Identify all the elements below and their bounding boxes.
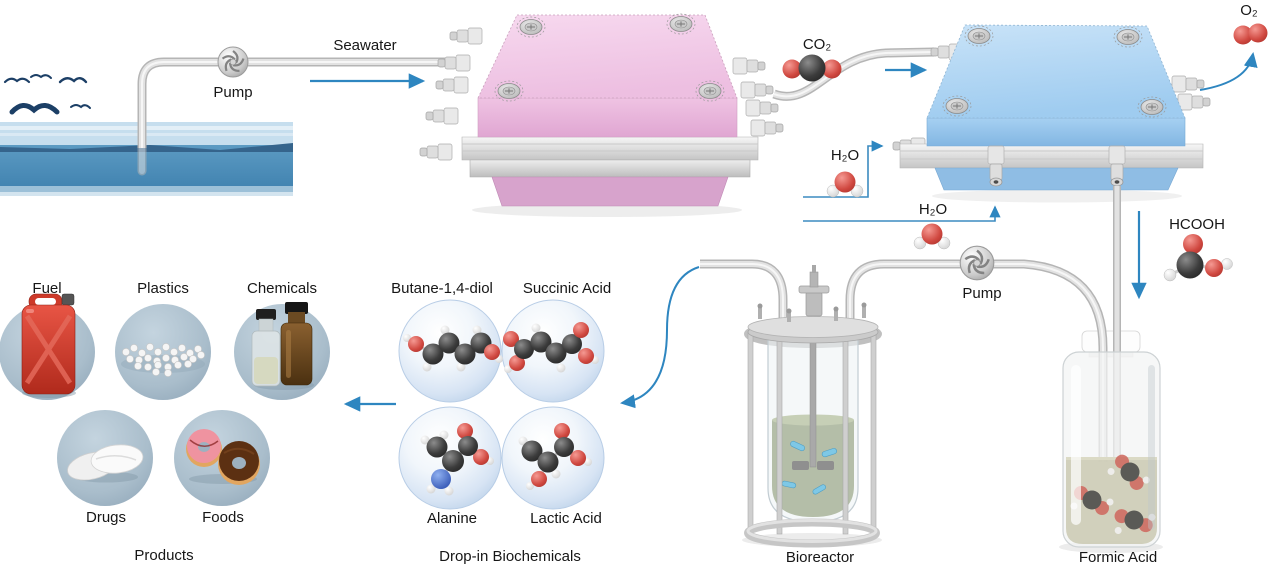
o2-molecule: [1233, 23, 1268, 45]
product-circle-plastics: [115, 304, 211, 400]
water-molecule-upper: [826, 171, 864, 198]
product-label-chemicals: Chemicals: [246, 280, 318, 297]
h2o-upper-label: H₂O: [830, 147, 860, 164]
butanediol-molecule: [403, 325, 503, 372]
plastics-icon: [121, 343, 205, 377]
stirrer-motor: [798, 265, 830, 317]
co2-label: CO₂: [802, 36, 832, 53]
bird-icon: [30, 74, 52, 79]
formic-acid-bottle: [1059, 351, 1163, 553]
bird-icon: [9, 103, 60, 115]
chemicals-icon: [251, 302, 314, 390]
biochemical-label-lactic: Lactic Acid: [530, 510, 602, 527]
h2o-lower-label: H₂O: [918, 201, 948, 218]
stirrer-paddle: [817, 461, 834, 470]
product-circles: [0, 293, 330, 506]
pump-right-label: Pump: [962, 285, 1002, 302]
bird-icon: [58, 77, 88, 84]
hcooh-molecule: [1163, 234, 1233, 282]
lactic-acid-molecule: [518, 423, 592, 490]
pump-left-icon: [216, 45, 250, 79]
product-label-plastics: Plastics: [137, 280, 189, 297]
pump-right-icon: [958, 244, 996, 282]
stirrer-shaft: [809, 334, 817, 468]
seawater-cell: [419, 13, 784, 217]
o2-label: O₂: [1240, 2, 1258, 19]
stirrer-paddle: [792, 461, 809, 470]
water-molecule-lower: [913, 223, 951, 250]
product-label-fuel: Fuel: [32, 280, 62, 297]
bioreactor-vessel: [742, 265, 882, 548]
biochemical-label-alanine: Alanine: [426, 510, 478, 527]
biochemical-label-succinic: Succinic Acid: [522, 280, 612, 297]
biochemical-label-butanediol: Butane-1,4-diol: [391, 280, 493, 297]
bird-icon: [3, 77, 31, 84]
bird-icon: [70, 104, 91, 109]
biochemical-bubbles: [398, 299, 605, 510]
formic-acid-title: Formic Acid: [1078, 549, 1158, 566]
product-label-foods: Foods: [202, 509, 244, 526]
o2-flow-arrow: [1199, 52, 1258, 91]
water-feed-line-upper: [803, 140, 884, 198]
co2-electrolyzer: [892, 24, 1211, 203]
foods-icon: [186, 429, 260, 485]
succinic-acid-molecule: [503, 322, 599, 373]
product-label-drugs: Drugs: [85, 509, 127, 526]
bioreactor-left-tube: [700, 264, 783, 324]
hcooh-label: HCOOH: [1169, 216, 1225, 233]
water-feed-line-lower: [803, 205, 1001, 222]
fuel-icon: [21, 293, 76, 398]
alanine-molecule: [420, 423, 494, 496]
seawater-label: Seawater: [333, 37, 397, 54]
biochemicals-title: Drop-in Biochemicals: [439, 548, 581, 565]
products-title: Products: [134, 547, 194, 564]
pump-left-label: Pump: [213, 84, 253, 101]
bioreactor-title: Bioreactor: [785, 549, 855, 566]
microbe-icons: [781, 440, 837, 495]
co2-molecule: [782, 54, 842, 82]
lid-bolts: [757, 302, 867, 322]
drugs-icon: [67, 444, 144, 483]
seagull-icons: [3, 74, 91, 115]
bioreactor-to-biochemicals-arrow: [620, 266, 700, 409]
